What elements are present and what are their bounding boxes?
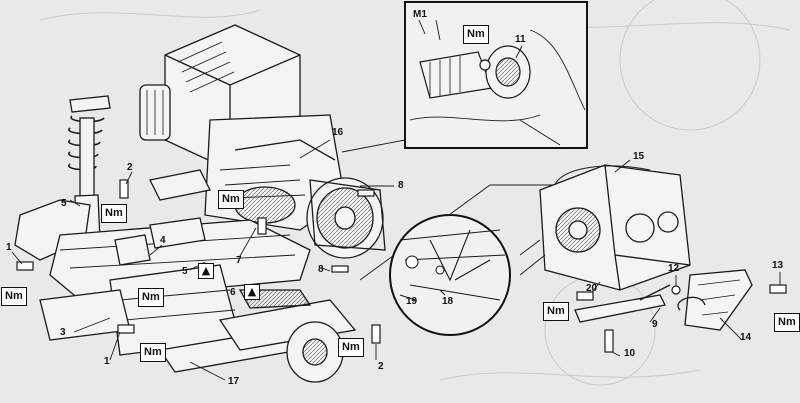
inset-detail-box (404, 1, 588, 149)
sealant-symbol-icon: ▲ (244, 284, 260, 300)
torque-label: Nm (463, 25, 489, 44)
torque-label: Nm (218, 190, 244, 209)
callout-12: 12 (668, 263, 680, 274)
callout-17: 17 (228, 376, 240, 387)
torque-label: Nm (1, 287, 27, 306)
callout-16: 16 (332, 127, 344, 138)
callout-11: 11 (515, 34, 526, 45)
callout-14: 14 (740, 332, 752, 343)
bolts (16, 179, 787, 353)
callout-10: 10 (624, 348, 636, 359)
callout-4: 4 (160, 235, 166, 246)
torque-label: Nm (338, 338, 364, 357)
callout-3: 3 (60, 327, 66, 338)
callout-7: 7 (236, 255, 242, 266)
torque-label: Nm (101, 204, 127, 223)
callout-5-strut: 5 (61, 198, 67, 209)
callout-9: 9 (652, 319, 658, 330)
front-subframe (14, 199, 357, 383)
callout-m1: M1 (413, 9, 427, 20)
callout-1-lower: 1 (104, 356, 110, 367)
circular-inset (389, 214, 511, 336)
callout-2-upper: 2 (127, 162, 133, 173)
callout-15: 15 (633, 151, 645, 162)
callout-2-lower: 2 (378, 361, 384, 372)
callout-5-subframe: 5 (182, 266, 188, 277)
right-leader-lines (591, 159, 781, 357)
callout-8-upper: 8 (398, 180, 404, 191)
engine-transmission-assembly (139, 24, 386, 259)
lubricant-symbol-icon: ▲ (198, 263, 214, 279)
callout-18: 18 (442, 296, 454, 307)
callout-19: 19 (406, 296, 418, 307)
callout-1-left: 1 (6, 242, 12, 253)
callout-13: 13 (772, 260, 784, 271)
callout-20: 20 (586, 283, 598, 294)
callout-8-lower: 8 (318, 264, 324, 275)
callout-6: 6 (230, 287, 236, 298)
gearbox-assembly (519, 164, 753, 331)
torque-label: Nm (543, 302, 569, 321)
torque-label: Nm (138, 288, 164, 307)
torque-label: Nm (774, 313, 800, 332)
torque-label: Nm (140, 343, 166, 362)
